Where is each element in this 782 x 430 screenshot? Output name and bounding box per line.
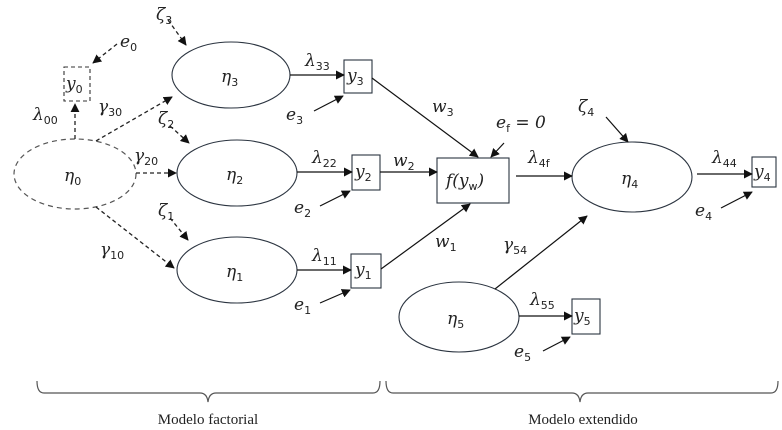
path-gamma30: [95, 96, 173, 142]
path-gamma54: [494, 215, 588, 290]
y1-label: y1: [354, 260, 372, 282]
path-ef: [490, 142, 505, 158]
eta0-paths: [70, 19, 190, 269]
f-composite-label: f(yw): [444, 171, 484, 193]
y3-label: y3: [346, 66, 364, 88]
w1-label: w1: [435, 232, 457, 254]
path-e3: [313, 95, 344, 112]
eta1-ellipse: [176, 236, 298, 304]
w3-label: w3: [432, 97, 454, 119]
path-e1: [319, 289, 351, 304]
y4-label: y4: [753, 162, 771, 184]
path-e0: [92, 43, 118, 64]
zeta1-label: ζ1: [158, 201, 174, 223]
eta3-label: η3: [221, 67, 238, 89]
y3-box: [343, 59, 373, 94]
solid-paths: [290, 70, 753, 352]
ef-label: ef = 0: [496, 113, 546, 135]
lambda22-label: λ22: [311, 148, 337, 170]
eta1-label: η1: [226, 262, 243, 284]
y4-box: [751, 156, 777, 188]
y1-box: [350, 253, 382, 289]
section-right-caption: Modelo extendido: [528, 412, 638, 428]
zeta3-label: ζ3: [156, 5, 172, 27]
path-e5: [542, 336, 571, 352]
e4-label: e4: [695, 201, 712, 223]
section-left-caption: Modelo factorial: [158, 412, 258, 428]
y0-box: [63, 66, 91, 102]
y2-label: y2: [354, 162, 372, 184]
zeta4-label: ζ4: [578, 97, 594, 119]
path-e4: [720, 191, 753, 209]
lambda33-label: λ33: [304, 51, 330, 73]
eta4-ellipse: [571, 141, 693, 213]
lambda55-label: λ55: [529, 290, 555, 312]
lambda4f-label: λ4f: [527, 148, 551, 170]
y5-box: [571, 298, 601, 335]
e1-label: e1: [294, 295, 311, 317]
eta4-label: η4: [621, 169, 638, 191]
path-zeta1: [169, 217, 189, 241]
gamma10-label: γ10: [100, 240, 124, 262]
brace-right: [385, 380, 779, 403]
y5-label: y5: [573, 306, 591, 328]
path-gamma10: [95, 206, 175, 269]
eta5-ellipse: [398, 281, 520, 353]
lambda44-label: λ44: [711, 148, 737, 170]
f-composite-box: [436, 157, 510, 204]
path-w3: [371, 77, 479, 158]
gamma54-label: γ54: [503, 235, 527, 257]
brace-left: [36, 380, 381, 403]
eta2-ellipse: [176, 139, 298, 207]
eta0-ellipse: [13, 138, 137, 210]
lambda11-label: λ11: [311, 246, 337, 268]
gamma30-label: γ30: [98, 97, 122, 119]
e3-label: e3: [286, 105, 303, 127]
gamma20-label: γ20: [134, 146, 158, 168]
eta5-label: η5: [447, 309, 464, 331]
e0-label: e0: [120, 32, 137, 54]
path-w1: [380, 203, 471, 270]
path-zeta4-arrow: [605, 116, 629, 143]
eta0-label: η0: [64, 166, 81, 188]
w2-label: w2: [393, 151, 415, 173]
path-zeta3: [167, 19, 187, 46]
lambda00-label: λ00: [32, 105, 58, 127]
path-zeta2: [169, 125, 190, 144]
e5-label: e5: [514, 342, 531, 364]
e2-label: e2: [294, 198, 311, 220]
y0-label: y0: [65, 74, 83, 96]
path-e2: [319, 190, 351, 207]
zeta2-label: ζ2: [158, 109, 174, 131]
eta2-label: η2: [226, 165, 243, 187]
